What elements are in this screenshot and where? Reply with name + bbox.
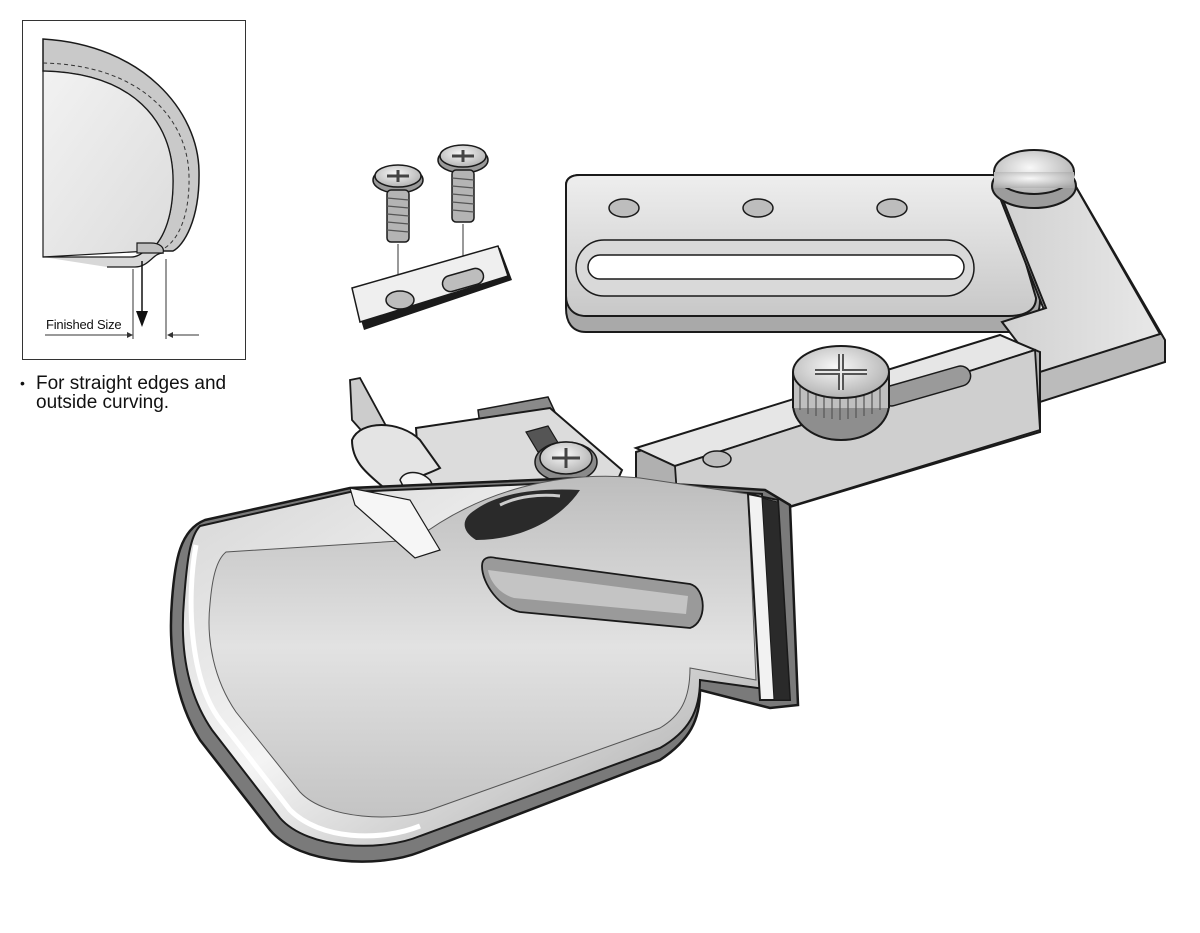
finished-size-inset: Finished Size [22, 20, 246, 360]
screw-left [372, 164, 424, 243]
arrow-down [136, 311, 148, 327]
usage-note-line-2: outside curving. [36, 392, 170, 413]
binder-scoop [169, 475, 800, 863]
mounting-plate [565, 174, 1042, 333]
stitch-line [42, 62, 190, 250]
bullet-icon: • [20, 375, 25, 391]
usage-note-line-1: For straight edges and [36, 373, 227, 394]
usage-note: • For straight edges and outside curving… [20, 374, 226, 412]
fabric-binding-diagram [42, 38, 200, 339]
guide-arm [991, 149, 1166, 404]
screw-right [437, 144, 489, 223]
finished-size-label: Finished Size [46, 317, 122, 332]
adjustment-knob [792, 345, 890, 441]
small-mounting-plate [351, 245, 512, 330]
